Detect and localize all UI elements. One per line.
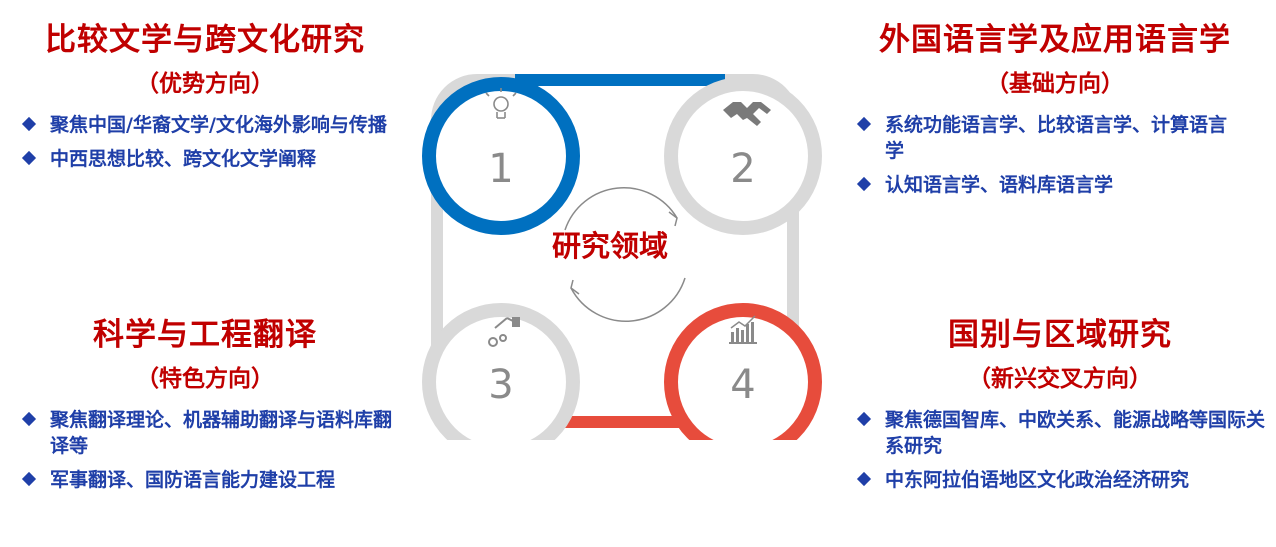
diamond-bullet-icon [21, 411, 37, 427]
quadrant-2-subtitle: （基础方向） [986, 71, 1124, 97]
quadrant-2: 外国语言学及应用语言学 （基础方向） 系统功能语言学、比较语言学、计算语言学 认… [855, 20, 1255, 206]
diamond-bullet-icon [21, 116, 37, 132]
diamond-bullet-icon [21, 471, 37, 487]
diamond-bullet-icon [856, 411, 872, 427]
handshake-icon [723, 102, 771, 126]
node-4: 4 [664, 303, 822, 440]
node-3: 3 [422, 303, 580, 440]
diamond-bullet-icon [856, 176, 872, 192]
list-item: 聚焦翻译理论、机器辅助翻译与语料库翻译等 [20, 407, 395, 459]
bar-chart-icon [729, 315, 757, 344]
quadrant-3: 科学与工程翻译 （特色方向） 聚焦翻译理论、机器辅助翻译与语料库翻译等 军事翻译… [20, 315, 392, 501]
quadrant-1-title: 比较文学与跨文化研究 [45, 22, 365, 58]
node-2-ring [664, 77, 822, 235]
list-item-text: 聚焦中国/华裔文学/文化海外影响与传播 [50, 114, 387, 136]
quadrant-1-subtitle: （优势方向） [136, 71, 274, 97]
quadrant-3-title: 科学与工程翻译 [93, 317, 317, 353]
diamond-bullet-icon [856, 471, 872, 487]
node-1-number: 1 [488, 146, 513, 192]
quadrant-3-subtitle: （特色方向） [136, 366, 274, 392]
list-item: 中东阿拉伯语地区文化政治经济研究 [855, 467, 1265, 493]
node-1-ring [422, 77, 580, 235]
quadrant-3-list: 聚焦翻译理论、机器辅助翻译与语料库翻译等 军事翻译、国防语言能力建设工程 [20, 407, 392, 493]
quadrant-1: 比较文学与跨文化研究 （优势方向） 聚焦中国/华裔文学/文化海外影响与传播 中西… [20, 20, 390, 180]
node-4-ring [664, 303, 822, 440]
node-3-ring [422, 303, 580, 440]
quadrant-4-subtitle: （新兴交叉方向） [968, 366, 1152, 392]
quadrant-2-list: 系统功能语言学、比较语言学、计算语言学 认知语言学、语料库语言学 [855, 112, 1255, 198]
node-4-number: 4 [730, 362, 755, 408]
research-cycle-diagram: 1 2 3 4 [422, 74, 822, 440]
list-item-text: 系统功能语言学、比较语言学、计算语言学 [885, 114, 1228, 162]
list-item: 军事翻译、国防语言能力建设工程 [20, 467, 390, 493]
quadrant-4-list: 聚焦德国智库、中欧关系、能源战略等国际关系研究 中东阿拉伯语地区文化政治经济研究 [855, 407, 1265, 493]
node-2: 2 [664, 77, 822, 235]
list-item-text: 中东阿拉伯语地区文化政治经济研究 [885, 469, 1190, 491]
center-label: 研究领域 [551, 229, 668, 263]
list-item: 中西思想比较、跨文化文学阐释 [20, 146, 390, 172]
list-item-text: 认知语言学、语料库语言学 [885, 174, 1114, 196]
list-item-text: 聚焦翻译理论、机器辅助翻译与语料库翻译等 [50, 409, 393, 457]
quadrant-2-title: 外国语言学及应用语言学 [879, 22, 1231, 58]
node-2-number: 2 [730, 146, 755, 192]
list-item-text: 军事翻译、国防语言能力建设工程 [50, 469, 336, 491]
diamond-bullet-icon [856, 116, 872, 132]
list-item-text: 聚焦德国智库、中欧关系、能源战略等国际关系研究 [885, 409, 1266, 457]
node-1: 1 [422, 77, 580, 235]
quadrant-1-list: 聚焦中国/华裔文学/文化海外影响与传播 中西思想比较、跨文化文学阐释 [20, 112, 390, 172]
node-3-number: 3 [488, 362, 513, 408]
quadrant-4: 国别与区域研究 （新兴交叉方向） 聚焦德国智库、中欧关系、能源战略等国际关系研究… [855, 315, 1265, 501]
list-item: 聚焦中国/华裔文学/文化海外影响与传播 [20, 112, 390, 138]
list-item: 系统功能语言学、比较语言学、计算语言学 [855, 112, 1230, 164]
lightbulb-icon [485, 88, 517, 119]
diamond-bullet-icon [21, 150, 37, 166]
cycle-arrows-icon [564, 187, 686, 322]
list-item: 聚焦德国智库、中欧关系、能源战略等国际关系研究 [855, 407, 1265, 459]
list-item: 认知语言学、语料库语言学 [855, 172, 1255, 198]
quadrant-4-title: 国别与区域研究 [948, 317, 1172, 353]
list-item-text: 中西思想比较、跨文化文学阐释 [50, 148, 317, 170]
robot-arm-icon [488, 317, 520, 347]
